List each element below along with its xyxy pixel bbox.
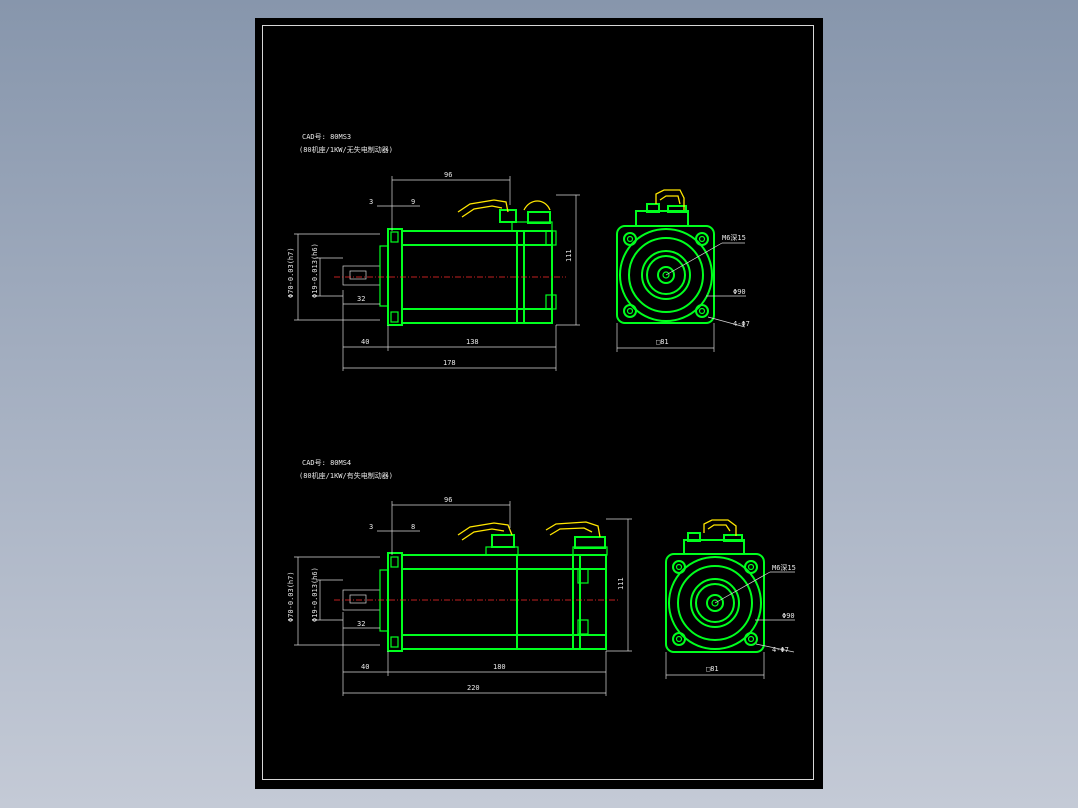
dim-111-2: 111 (617, 577, 625, 590)
mount-hole-2a (672, 560, 686, 574)
dim-178-1: 178 (443, 359, 456, 367)
holes-2: 4-Φ7 (772, 646, 789, 654)
pilot-dia-2: Φ70-0.03(h7) (287, 571, 295, 622)
cad-number-1: CAD号: 80MS3 (302, 133, 351, 141)
drawing-1: CAD号: 80MS3 (80机座/1KW/无失电制动器) (287, 133, 750, 371)
mount-hole-2b (744, 560, 758, 574)
front-view-1: M6深15 Φ90 4-Φ7 □81 (616, 189, 750, 352)
drawing-2: CAD号: 80MS4 (80机座/1KW/有失电制动器) (287, 459, 796, 696)
dim-40-1: 40 (361, 338, 369, 346)
holes-1: 4-Φ7 (733, 320, 750, 328)
cable-1 (457, 199, 509, 213)
dim-138-1: 138 (466, 338, 479, 346)
mount-hole-2d (744, 632, 758, 646)
shaft-dia-2: Φ19-0.013(h6) (311, 567, 319, 622)
side-view-2: 96 3 8 111 Φ70-0.03(h7) Φ19-0.013(h6) 32… (287, 496, 632, 696)
dim-3-2: 3 (369, 523, 373, 531)
thread-2: M6深15 (772, 563, 796, 572)
spec-1: (80机座/1KW/无失电制动器) (299, 145, 393, 154)
square-1: □81 (656, 338, 669, 346)
dim-9-1: 9 (411, 198, 415, 206)
dim-96-2: 96 (444, 496, 452, 504)
dim-111-1: 111 (565, 249, 573, 262)
cable-front-2 (703, 519, 737, 536)
square-2: □81 (706, 665, 719, 673)
brake-connector-2 (574, 536, 606, 549)
pilot-dia-1: Φ70-0.03(h7) (287, 247, 295, 298)
pcd-1: Φ90 (733, 288, 746, 296)
front-view-2: M6深15 Φ90 4-Φ7 □81 (665, 519, 796, 679)
shaft-end-2 (706, 594, 724, 612)
spec-2: (80机座/1KW/有失电制动器) (299, 471, 393, 480)
side-view-1: 96 3 9 111 Φ70-0.03(h7) Φ19-0.013(h6) 32… (287, 171, 580, 371)
encoder-connector-2 (491, 534, 515, 548)
keyway-1 (349, 270, 367, 280)
thread-1: M6深15 (722, 233, 746, 242)
dim-96-1: 96 (444, 171, 452, 179)
mount-hole-2c (672, 632, 686, 646)
cad-number-2: CAD号: 80MS4 (302, 459, 351, 467)
connector-top-2 (683, 539, 745, 555)
cable-2 (457, 522, 513, 536)
shaft-1 (342, 265, 381, 286)
dim-32-2: 32 (357, 620, 365, 628)
dim-40-2: 40 (361, 663, 369, 671)
cable-front-1 (655, 189, 685, 210)
dim-180-2: 180 (493, 663, 506, 671)
drawing-sheet (255, 18, 823, 789)
dim-32-1: 32 (357, 295, 365, 303)
pilot-2 (379, 569, 389, 632)
dim-3-1: 3 (369, 198, 373, 206)
mount-hole-1a (623, 232, 637, 246)
mount-hole-1d (695, 304, 709, 318)
power-connector-1 (527, 211, 551, 224)
mount-hole-1c (623, 304, 637, 318)
keyway-2 (349, 594, 367, 604)
dim-220-2: 220 (467, 684, 480, 692)
mount-hole-1b (695, 232, 709, 246)
pilot-1 (379, 245, 389, 307)
shaft-end-1 (657, 266, 675, 284)
drawing-frame (262, 25, 814, 780)
pcd-2: Φ90 (782, 612, 795, 620)
dim-8-2: 8 (411, 523, 415, 531)
connector-top-1 (635, 210, 689, 227)
flange-2 (387, 552, 403, 652)
shaft-dia-1: Φ19-0.013(h6) (311, 243, 319, 298)
